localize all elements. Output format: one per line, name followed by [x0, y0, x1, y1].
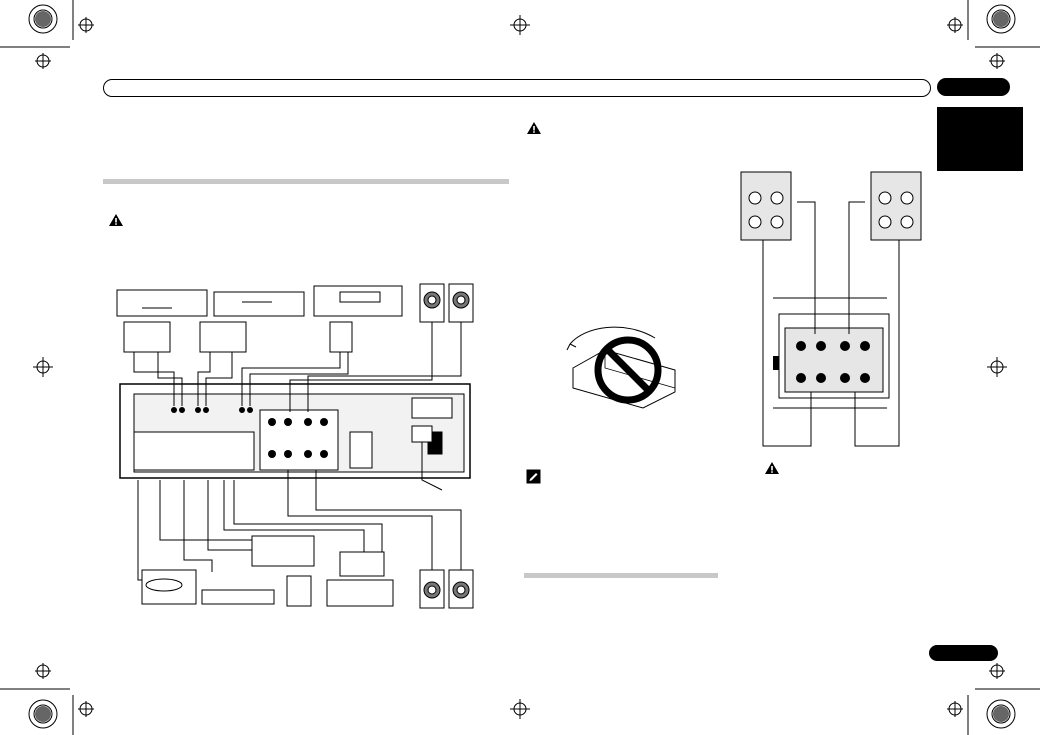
- header-bar: [103, 79, 931, 97]
- bi-wiring-speaker-diagram: [740, 171, 922, 447]
- warning-triangle-icon: [527, 122, 541, 134]
- language-side-tab: [937, 107, 1023, 171]
- right-section-rule: [524, 573, 718, 578]
- rear-panel-connection-diagram: [116, 283, 474, 609]
- chapter-tab: [937, 78, 1010, 96]
- warning-triangle-icon: [109, 214, 123, 226]
- no-symbol-icon: [566, 326, 676, 409]
- page-number-tab: [929, 645, 998, 661]
- left-section-rule: [103, 179, 509, 184]
- warning-triangle-icon: [765, 462, 779, 474]
- note-icon: [526, 469, 541, 484]
